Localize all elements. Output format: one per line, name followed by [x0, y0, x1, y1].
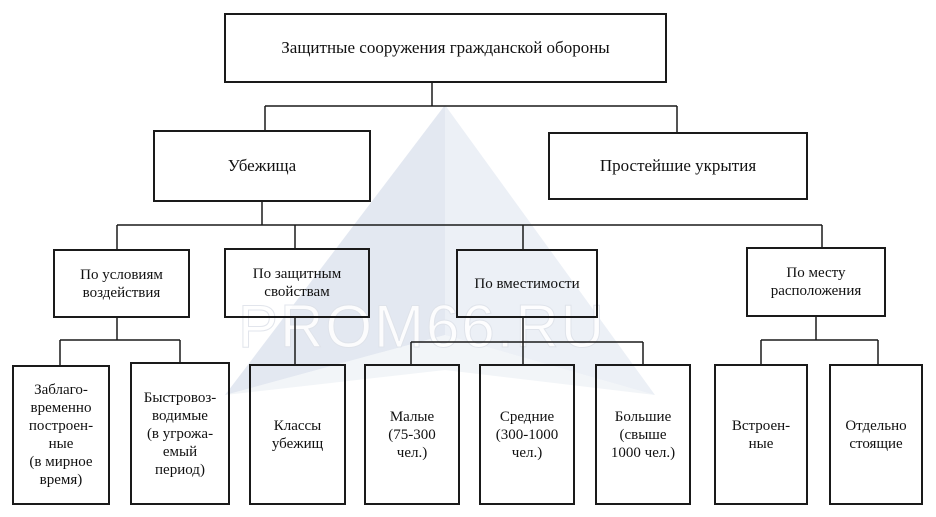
- standalone-node: Отдельно стоящие: [829, 364, 923, 505]
- location-node: По месту расположения: [746, 247, 886, 317]
- large-capacity-node: Большие (свыше 1000 чел.): [595, 364, 691, 505]
- simple-shelters-node: Простейшие укрытия: [548, 132, 808, 200]
- rapid-built-node: Быстровоз- водимые (в угрожа- емый перио…: [130, 362, 230, 505]
- small-capacity-node: Малые (75-300 чел.): [364, 364, 460, 505]
- capacity-node: По вместимости: [456, 249, 598, 318]
- conditions-node: По условиям воздействия: [53, 249, 190, 318]
- built-in-node: Встроен- ные: [714, 364, 808, 505]
- medium-capacity-node: Средние (300-1000 чел.): [479, 364, 575, 505]
- root-node: Защитные сооружения гражданской обороны: [224, 13, 667, 83]
- protective-node: По защитным свойствам: [224, 248, 370, 318]
- advance-built-node: Заблаго- временно построен- ные (в мирно…: [12, 365, 110, 505]
- shelter-classes-node: Классы убежищ: [249, 364, 346, 505]
- shelters-node: Убежища: [153, 130, 371, 202]
